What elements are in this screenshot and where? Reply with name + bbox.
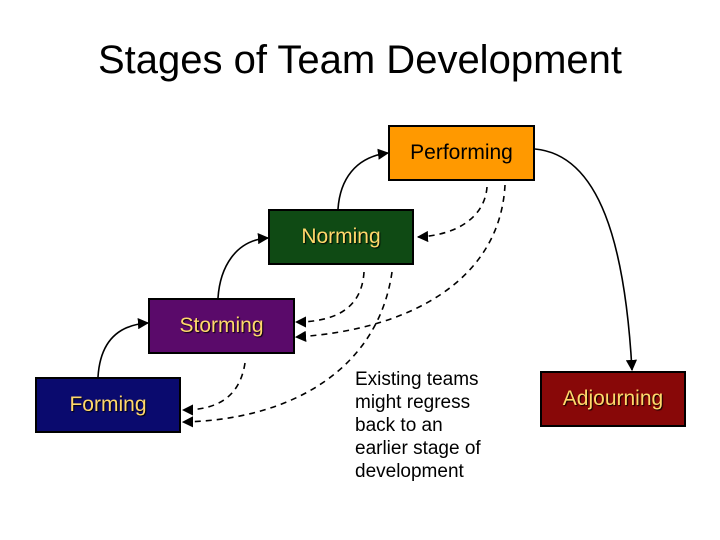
- regress-storming-to-forming: [181, 362, 246, 416]
- stage-adjourning-label: Adjourning: [562, 387, 664, 410]
- regress-performing-to-storming: [294, 184, 506, 342]
- arrow-norming-to-performing: [337, 148, 390, 210]
- regress-norming-to-storming: [294, 271, 365, 328]
- regress-performing-to-norming: [416, 186, 488, 243]
- stage-forming-label: Forming: [69, 393, 147, 416]
- arrow-storming-to-norming: [217, 233, 270, 299]
- regression-note: Existing teams might regress back to an …: [355, 369, 481, 482]
- stage-storming: Storming: [148, 298, 295, 354]
- stage-forming: Forming: [35, 377, 181, 433]
- regress-norming-to-forming: [181, 271, 393, 428]
- arrow-performing-to-adjourning: [534, 148, 638, 372]
- stage-norming: Norming: [268, 209, 414, 265]
- stage-performing-label: Performing: [410, 141, 513, 164]
- arrow-forming-to-storming: [97, 318, 150, 378]
- stage-norming-label: Norming: [301, 225, 381, 248]
- slide-title: Stages of Team Development: [97, 38, 622, 82]
- stage-performing: Performing: [388, 125, 535, 181]
- stage-storming-label: Storming: [179, 314, 264, 337]
- stage-adjourning: Adjourning: [540, 371, 686, 427]
